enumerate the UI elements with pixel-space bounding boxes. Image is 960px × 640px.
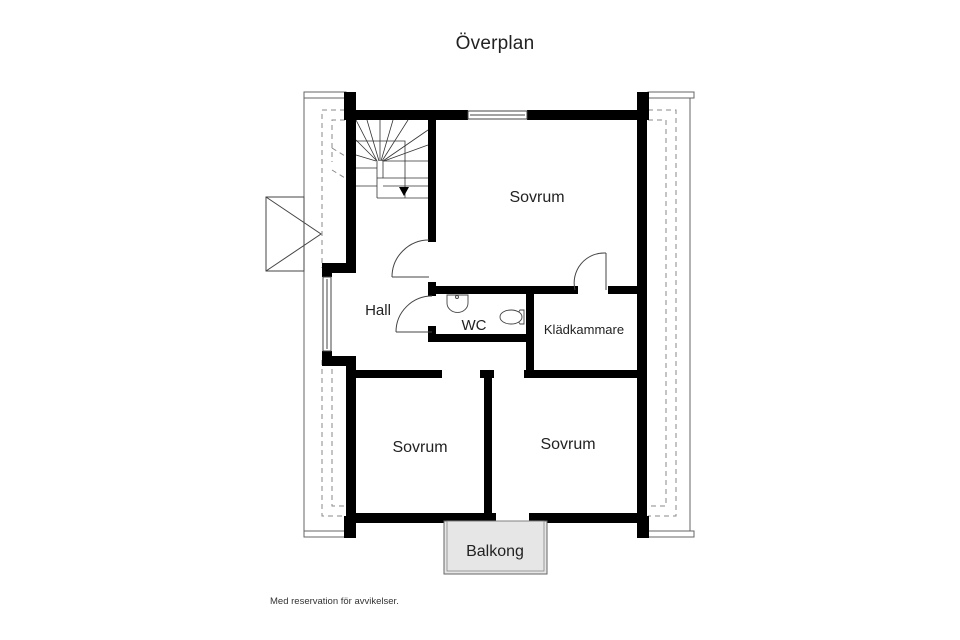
disclaimer-note: Med reservation för avvikelser. bbox=[270, 596, 399, 607]
room-label-balkong: Balkong bbox=[466, 543, 524, 560]
left-dashed-kneewall bbox=[321, 109, 346, 517]
floor-plan-title: Överplan bbox=[455, 33, 535, 54]
room-label-kladkammare: Klädkammare bbox=[544, 322, 624, 337]
room-label-sovrum-bottom-left: Sovrum bbox=[392, 439, 447, 456]
roof-hatch bbox=[265, 196, 322, 272]
room-label-sovrum-top: Sovrum bbox=[509, 189, 564, 206]
walls bbox=[322, 92, 649, 538]
hall-window bbox=[322, 276, 332, 352]
wc-fixtures bbox=[446, 294, 525, 325]
room-label-hall: Hall bbox=[365, 302, 391, 319]
sink-icon bbox=[446, 294, 469, 313]
right-dashed-kneewall bbox=[648, 109, 677, 517]
staircase bbox=[355, 119, 429, 199]
doors bbox=[391, 239, 607, 540]
room-label-wc: WC bbox=[462, 317, 487, 334]
right-eave bbox=[647, 91, 695, 538]
balcony bbox=[443, 520, 548, 575]
top-window bbox=[467, 110, 528, 120]
room-label-sovrum-bottom-right: Sovrum bbox=[540, 436, 595, 453]
stair-direction-arrow-icon bbox=[399, 187, 409, 196]
